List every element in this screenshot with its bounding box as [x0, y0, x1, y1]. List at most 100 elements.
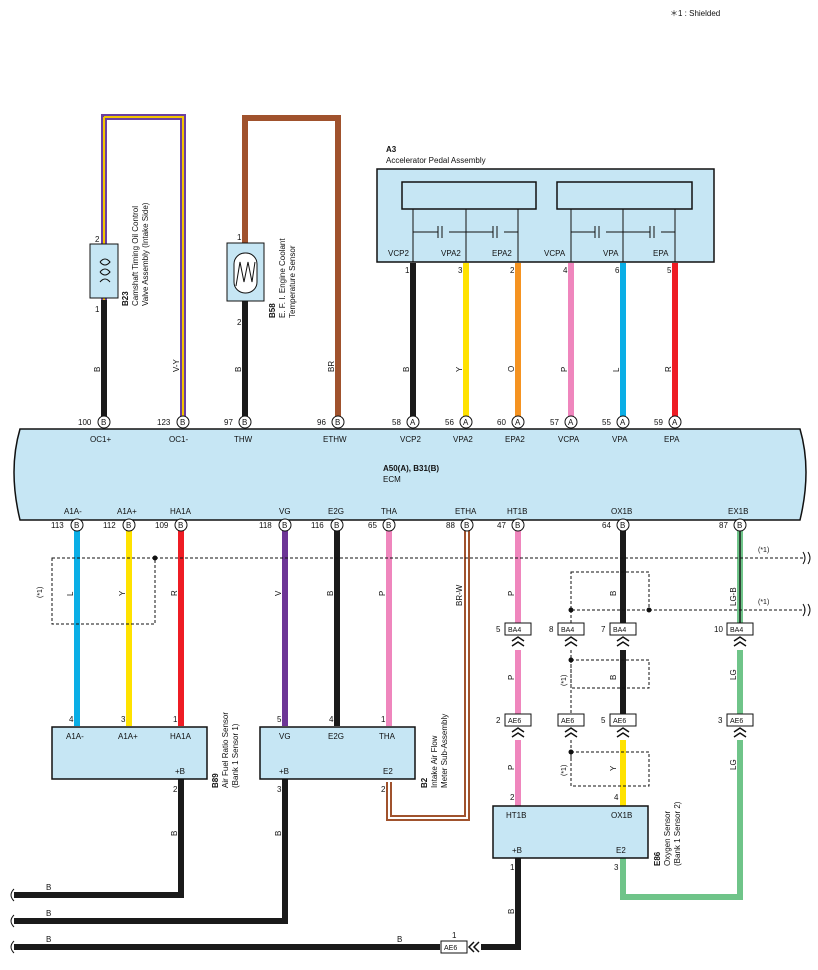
svg-text:EPA: EPA	[653, 249, 669, 258]
svg-text:(*1): (*1)	[561, 675, 568, 686]
svg-text:56: 56	[445, 418, 454, 427]
svg-text:B: B	[334, 521, 339, 530]
svg-text:1: 1	[452, 931, 457, 940]
svg-text:57: 57	[550, 418, 559, 427]
svg-text:OC1-: OC1-	[169, 435, 188, 444]
svg-text:VPA2: VPA2	[453, 435, 473, 444]
svg-text:P: P	[560, 367, 569, 372]
svg-text:VPA: VPA	[612, 435, 628, 444]
svg-text:1: 1	[381, 715, 386, 724]
svg-text:1: 1	[510, 863, 515, 872]
svg-text:Meter Sub-Assembly: Meter Sub-Assembly	[440, 714, 449, 788]
svg-text:Valve Assembly (Intake Side): Valve Assembly (Intake Side)	[141, 202, 150, 306]
svg-text:LG-B: LG-B	[729, 587, 738, 606]
svg-text:BR-W: BR-W	[455, 584, 464, 606]
svg-text:E. F. I. Engine Coolant: E. F. I. Engine Coolant	[278, 238, 287, 318]
svg-text:P: P	[507, 675, 516, 680]
svg-text:VG: VG	[279, 507, 291, 516]
svg-text:2: 2	[237, 318, 242, 327]
top-wire-color-codes: B V-Y B BR B Y O P L R	[93, 358, 673, 372]
svg-text:EPA2: EPA2	[492, 249, 512, 258]
svg-text:65: 65	[368, 521, 377, 530]
svg-text:A3: A3	[386, 145, 397, 154]
svg-text:B: B	[46, 935, 51, 944]
svg-text:A: A	[463, 418, 469, 427]
svg-text:THW: THW	[234, 435, 253, 444]
svg-text:(*1): (*1)	[758, 547, 769, 554]
svg-text:L: L	[612, 367, 621, 372]
svg-text:58: 58	[392, 418, 401, 427]
svg-text:Y: Y	[455, 366, 464, 372]
svg-text:ETHA: ETHA	[455, 507, 477, 516]
svg-text:A: A	[620, 418, 626, 427]
ground-labels: B B B B AE6 1	[10, 883, 480, 954]
svg-text:AE6: AE6	[730, 718, 743, 725]
svg-text:(Bank 1 Sensor 2): (Bank 1 Sensor 2)	[673, 801, 682, 866]
svg-text:AE6: AE6	[444, 945, 457, 952]
svg-text:VCP2: VCP2	[388, 249, 409, 258]
svg-text:55: 55	[602, 418, 611, 427]
svg-text:59: 59	[654, 418, 663, 427]
svg-text:B: B	[242, 418, 247, 427]
svg-text:ECM: ECM	[383, 475, 401, 484]
svg-text:VCPA: VCPA	[544, 249, 566, 258]
svg-text:100: 100	[78, 418, 92, 427]
svg-text:BR: BR	[327, 361, 336, 372]
svg-text:3: 3	[458, 266, 463, 275]
svg-text:VCP2: VCP2	[400, 435, 421, 444]
svg-text:B: B	[274, 831, 283, 836]
svg-text:P: P	[378, 591, 387, 596]
svg-text:E2G: E2G	[328, 732, 344, 741]
svg-text:112: 112	[103, 521, 116, 530]
svg-text:OX1B: OX1B	[611, 811, 632, 820]
svg-text:60: 60	[497, 418, 506, 427]
svg-text:A1A+: A1A+	[117, 507, 137, 516]
svg-text:ETHW: ETHW	[323, 435, 347, 444]
svg-text:3: 3	[277, 785, 282, 794]
svg-text:VG: VG	[279, 732, 291, 741]
shield-junctions	[152, 555, 652, 755]
svg-text:+B: +B	[279, 767, 289, 776]
svg-text:THA: THA	[381, 507, 398, 516]
svg-text:123: 123	[157, 418, 171, 427]
svg-text:4: 4	[329, 715, 334, 724]
svg-text:B: B	[507, 909, 516, 914]
svg-text:5: 5	[496, 625, 501, 634]
svg-text:AE6: AE6	[561, 718, 574, 725]
svg-text:E2: E2	[383, 767, 393, 776]
svg-text:Y: Y	[609, 765, 618, 771]
svg-text:B58: B58	[268, 303, 277, 318]
svg-text:R: R	[170, 590, 179, 596]
svg-text:Oxygen Sensor: Oxygen Sensor	[663, 811, 672, 866]
svg-text:B: B	[464, 521, 469, 530]
shield-note: ＊1 : Shielded	[670, 9, 720, 18]
svg-text:+B: +B	[512, 846, 522, 855]
svg-text:2: 2	[510, 793, 515, 802]
svg-text:AE6: AE6	[508, 718, 521, 725]
svg-text:B: B	[282, 521, 287, 530]
svg-text:LG: LG	[729, 759, 738, 770]
svg-text:B: B	[74, 521, 79, 530]
ecm-body: OC1+ OC1- THW ETHW VCP2 VPA2 EPA2 VCPA V…	[13, 428, 807, 521]
svg-text:B23: B23	[121, 291, 130, 306]
svg-text:R: R	[664, 366, 673, 372]
svg-text:HT1B: HT1B	[506, 811, 526, 820]
svg-text:VCPA: VCPA	[558, 435, 580, 444]
svg-text:B: B	[46, 909, 51, 918]
svg-text:BA4: BA4	[508, 627, 521, 634]
svg-text:3: 3	[121, 715, 126, 724]
svg-text:VPA2: VPA2	[441, 249, 461, 258]
svg-text:BA4: BA4	[730, 627, 743, 634]
b23-sensor: 2 1 B23 Camshaft Timing Oil Control Valv…	[89, 202, 150, 314]
svg-text:10: 10	[714, 625, 723, 634]
svg-text:3: 3	[718, 716, 723, 725]
svg-text:B: B	[126, 521, 131, 530]
svg-text:118: 118	[259, 521, 272, 530]
svg-text:Y: Y	[118, 590, 127, 596]
svg-text:BA4: BA4	[561, 627, 574, 634]
svg-text:Intake Air Flow: Intake Air Flow	[430, 735, 439, 788]
svg-text:6: 6	[615, 266, 620, 275]
